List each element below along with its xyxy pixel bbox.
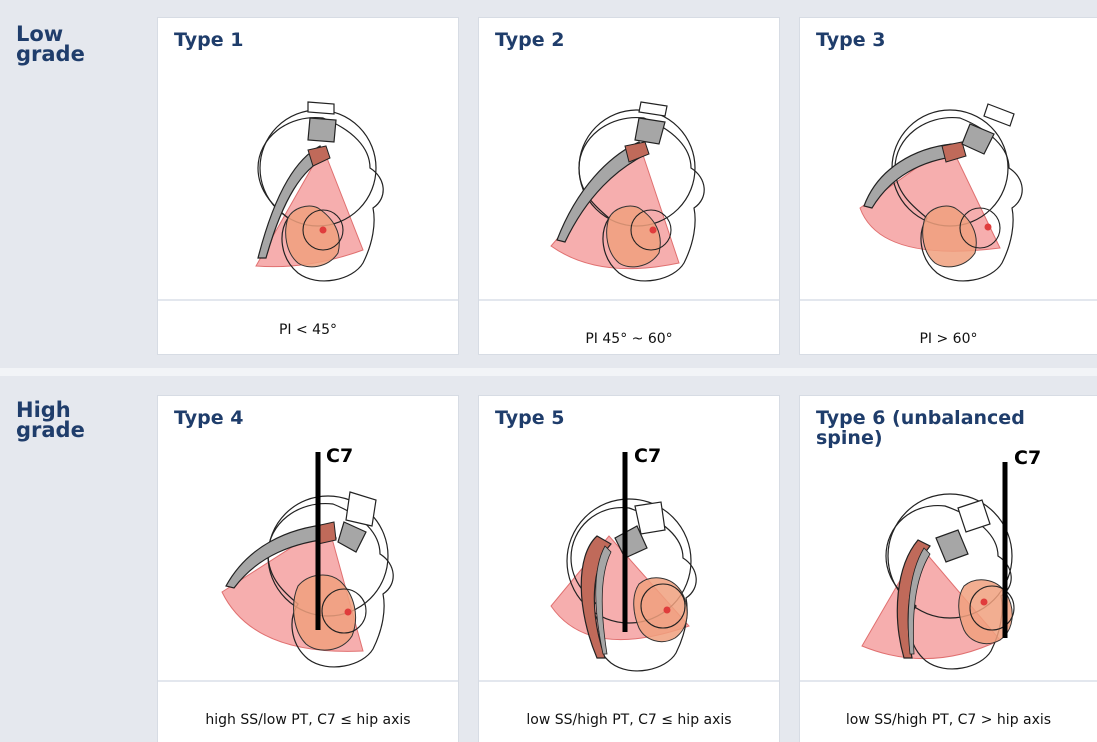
type-1-caption: PI < 45° (158, 322, 458, 338)
c7-label: C7 (634, 445, 661, 467)
type-3-card: Type 3 PI > 60° (800, 18, 1097, 354)
low-grade-label: Low grade (16, 24, 85, 64)
type-3-caption: PI > 60° (800, 331, 1097, 347)
l4-vertebra (639, 102, 667, 116)
type-3-caption-divider (800, 299, 1097, 301)
type-2-card: Type 2 PI 45° ~ 60° (479, 18, 779, 354)
type-6-caption: low SS/high PT, C7 > hip axis (800, 712, 1097, 728)
hip-axis-dot (345, 609, 352, 616)
l5-vertebra (635, 118, 665, 144)
type-5-card: Type 5 C7 low SS/high PT, C7 ≤ hip axis (479, 396, 779, 742)
type-2-pelvis-diagram (479, 18, 779, 298)
type-6-caption-divider (800, 680, 1097, 682)
hip-axis-dot (650, 227, 657, 234)
l5-vertebra (338, 522, 366, 552)
c7-label: C7 (326, 445, 353, 467)
high-grade-label: High grade (16, 400, 85, 440)
type-4-card: Type 4 C7 high SS/low PT, C7 ≤ hip axis (158, 396, 458, 742)
hip-axis-dot (320, 227, 327, 234)
type-4-pelvis-diagram: C7 (158, 396, 458, 680)
type-2-caption-divider (479, 299, 779, 301)
hip-axis-dot (664, 607, 671, 614)
type-4-caption: high SS/low PT, C7 ≤ hip axis (158, 712, 458, 728)
type-6-pelvis-diagram: C7 (800, 396, 1097, 680)
row-divider (0, 368, 1097, 376)
type-1-pelvis-diagram (158, 18, 458, 298)
type-5-caption-divider (479, 680, 779, 682)
l4-vertebra (308, 102, 334, 114)
l5-vertebra (936, 530, 968, 562)
type-2-caption: PI 45° ~ 60° (479, 331, 779, 347)
l4-vertebra (346, 492, 376, 526)
sacral-plate (625, 142, 649, 162)
hip-axis-dot (985, 224, 992, 231)
l5-vertebra (308, 118, 336, 142)
type-3-pelvis-diagram (800, 18, 1097, 298)
type-6-card: Type 6 (unbalanced spine) C7 low SS/high… (800, 396, 1097, 742)
type-4-caption-divider (158, 680, 458, 682)
l5-vertebra (962, 124, 994, 154)
type-1-card: Type 1 PI < 45° (158, 18, 458, 354)
hip-axis-dot (981, 599, 988, 606)
type-1-caption-divider (158, 299, 458, 301)
l4-vertebra (984, 104, 1014, 126)
type-5-caption: low SS/high PT, C7 ≤ hip axis (479, 712, 779, 728)
l4-vertebra (635, 502, 665, 534)
c7-label: C7 (1014, 447, 1041, 469)
sacral-plate (942, 142, 966, 162)
type-5-pelvis-diagram: C7 (479, 396, 779, 680)
